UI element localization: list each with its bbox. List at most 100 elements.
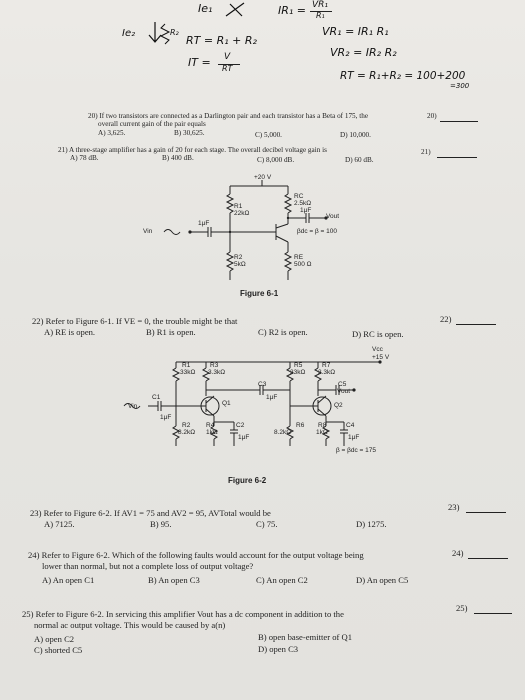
q22-choice-c: C) R2 is open.: [258, 327, 308, 337]
fig2-beta: β = βdc = 175: [336, 447, 377, 454]
fig2-r4: R4: [206, 422, 215, 429]
q22-choice-a: A) RE is open.: [44, 327, 96, 337]
fig2-r2: R2: [182, 422, 191, 429]
fig2-vout: Vout: [337, 388, 351, 395]
q24-choice-a: A) An open C1: [42, 575, 95, 585]
fig2-vcc: Vcc: [372, 346, 383, 353]
q23-choice-c: C) 75.: [256, 519, 278, 529]
fig2-c1-val: 1μF: [160, 414, 172, 421]
fig1-vout: Vout: [326, 213, 340, 220]
fig2-title: Figure 6-2: [228, 476, 267, 485]
q23-number: 23): [448, 502, 460, 512]
fig2-c5: C5: [338, 381, 347, 388]
q23-choice-b: B) 95.: [150, 519, 172, 529]
hw-rt2-sub: =300: [450, 82, 470, 90]
q25-choice-d: D) open C3: [258, 644, 299, 654]
q21-choice-a: A) 78 dB.: [70, 154, 99, 162]
figure-6-2-schematic: [123, 360, 382, 446]
fig1-rc-val: 2.5kΩ: [294, 200, 312, 207]
q21-choice-c: C) 8,000 dB.: [257, 156, 295, 164]
hw-ir1-den: R₁: [316, 11, 325, 20]
q20-choice-b: B) 30,625.: [174, 129, 205, 137]
q20-choice-a: A) 3,625.: [98, 129, 126, 137]
q20-answer-blank[interactable]: [440, 121, 478, 122]
fig2-r4-val: 1kΩ: [206, 429, 218, 436]
fig1-cap1: 1μF: [198, 220, 210, 227]
fig2-r7: R7: [322, 362, 331, 369]
fig2-r5: R5: [294, 362, 303, 369]
q20-choice-d: D) 10,000.: [340, 131, 371, 139]
fig1-r1: R1: [234, 203, 243, 210]
q24-number: 24): [452, 548, 464, 558]
fig2-q1: Q1: [222, 400, 231, 407]
fig1-beta: βdc = β = 100: [297, 228, 338, 235]
hw-it-den: RT: [222, 64, 233, 73]
hw-resistor-sketch: [159, 23, 171, 45]
q21-answer-blank[interactable]: [437, 157, 477, 158]
hw-ie1: Ie₁: [198, 2, 213, 15]
fig2-c3: C3: [258, 381, 267, 388]
hw-it-num: V: [224, 52, 231, 62]
q20-text: 20) If two transistors are connected as …: [88, 112, 369, 120]
fig2-r1-val: 33kΩ: [180, 369, 196, 376]
fig1-vin: Vin: [143, 228, 153, 235]
fig2-r5-val: 33kΩ: [290, 369, 306, 376]
q22-answer-blank[interactable]: [456, 324, 496, 325]
q25-choice-c: C) shorted C5: [34, 645, 83, 655]
hw-vr2: VR₂ = IR₂ R₂: [330, 46, 397, 59]
q20-choice-c: C) 5,000.: [255, 131, 282, 139]
q25-text: 25) Refer to Figure 6-2. In servicing th…: [22, 609, 344, 619]
q21-choice-b: B) 400 dB.: [162, 154, 194, 162]
fig2-r8-val: 1kΩ: [316, 429, 328, 436]
fig2-r6: R6: [296, 422, 305, 429]
fig1-r1-val: 22kΩ: [234, 210, 250, 217]
hw-vr1: VR₁ = IR₁ R₁: [322, 25, 389, 38]
fig2-vcc-val: +15 V: [372, 354, 390, 361]
q24-choice-c: C) An open C2: [256, 575, 308, 585]
fig2-c3-val: 1μF: [266, 394, 278, 401]
fig2-c4-val: 1μF: [348, 434, 360, 441]
hw-ir1: IR₁ =: [278, 4, 307, 17]
fig1-r2: R2: [234, 254, 243, 261]
fig2-r6-val: 8.2kΩ: [274, 429, 292, 436]
q22-choice-d: D) RC is open.: [352, 329, 404, 339]
fig1-vcc: +20 V: [254, 174, 272, 181]
q25-answer-blank[interactable]: [474, 613, 512, 614]
q25-text-2: normal ac output voltage. This would be …: [34, 620, 226, 630]
fig2-r1: R1: [182, 362, 191, 369]
hw-it: IT =: [188, 56, 211, 69]
hw-frac-line-2: [218, 64, 240, 65]
fig2-q2: Q2: [334, 402, 343, 409]
hw-r2: R₂: [170, 28, 179, 37]
fig2-r7-val: 3.3kΩ: [318, 369, 336, 376]
q22-choice-b: B) R1 is open.: [146, 327, 196, 337]
q21-choice-d: D) 60 dB.: [345, 156, 374, 164]
q20-number: 20): [427, 112, 437, 120]
fig2-r3: R3: [210, 362, 219, 369]
fig2-c2: C2: [236, 422, 245, 429]
q24-text-2: lower than normal, but not a complete lo…: [42, 561, 254, 571]
fig1-title: Figure 6-1: [240, 289, 279, 298]
figure-6-1-schematic: [163, 180, 328, 280]
hw-rt: RT = R₁ + R₂: [186, 34, 257, 47]
q23-answer-blank[interactable]: [466, 512, 506, 513]
q23-choice-d: D) 1275.: [356, 519, 387, 529]
fig2-vin: Vin: [128, 403, 138, 410]
hw-ie2: Ie₂: [122, 28, 136, 39]
q25-choice-b: B) open base-emitter of Q1: [258, 632, 353, 642]
fig2-r2-val: 8.2kΩ: [178, 429, 196, 436]
hw-down-arrow: [148, 22, 162, 43]
fig1-cap2: 1μF: [300, 207, 312, 214]
hw-cross-mark: [225, 2, 245, 17]
q21-number: 21): [421, 148, 431, 156]
fig2-r3-val: 3.3kΩ: [208, 369, 226, 376]
q23-choice-a: A) 7125.: [44, 519, 75, 529]
q24-answer-blank[interactable]: [468, 558, 508, 559]
fig1-re: RE: [294, 254, 304, 261]
q24-choice-b: B) An open C3: [148, 575, 200, 585]
q21-text: 21) A three-stage amplifier has a gain o…: [58, 146, 327, 154]
fig2-c2-val: 1μF: [238, 434, 250, 441]
q24-choice-d: D) An open C5: [356, 575, 409, 585]
hw-rt2: RT = R₁+R₂ = 100+200: [340, 70, 466, 82]
